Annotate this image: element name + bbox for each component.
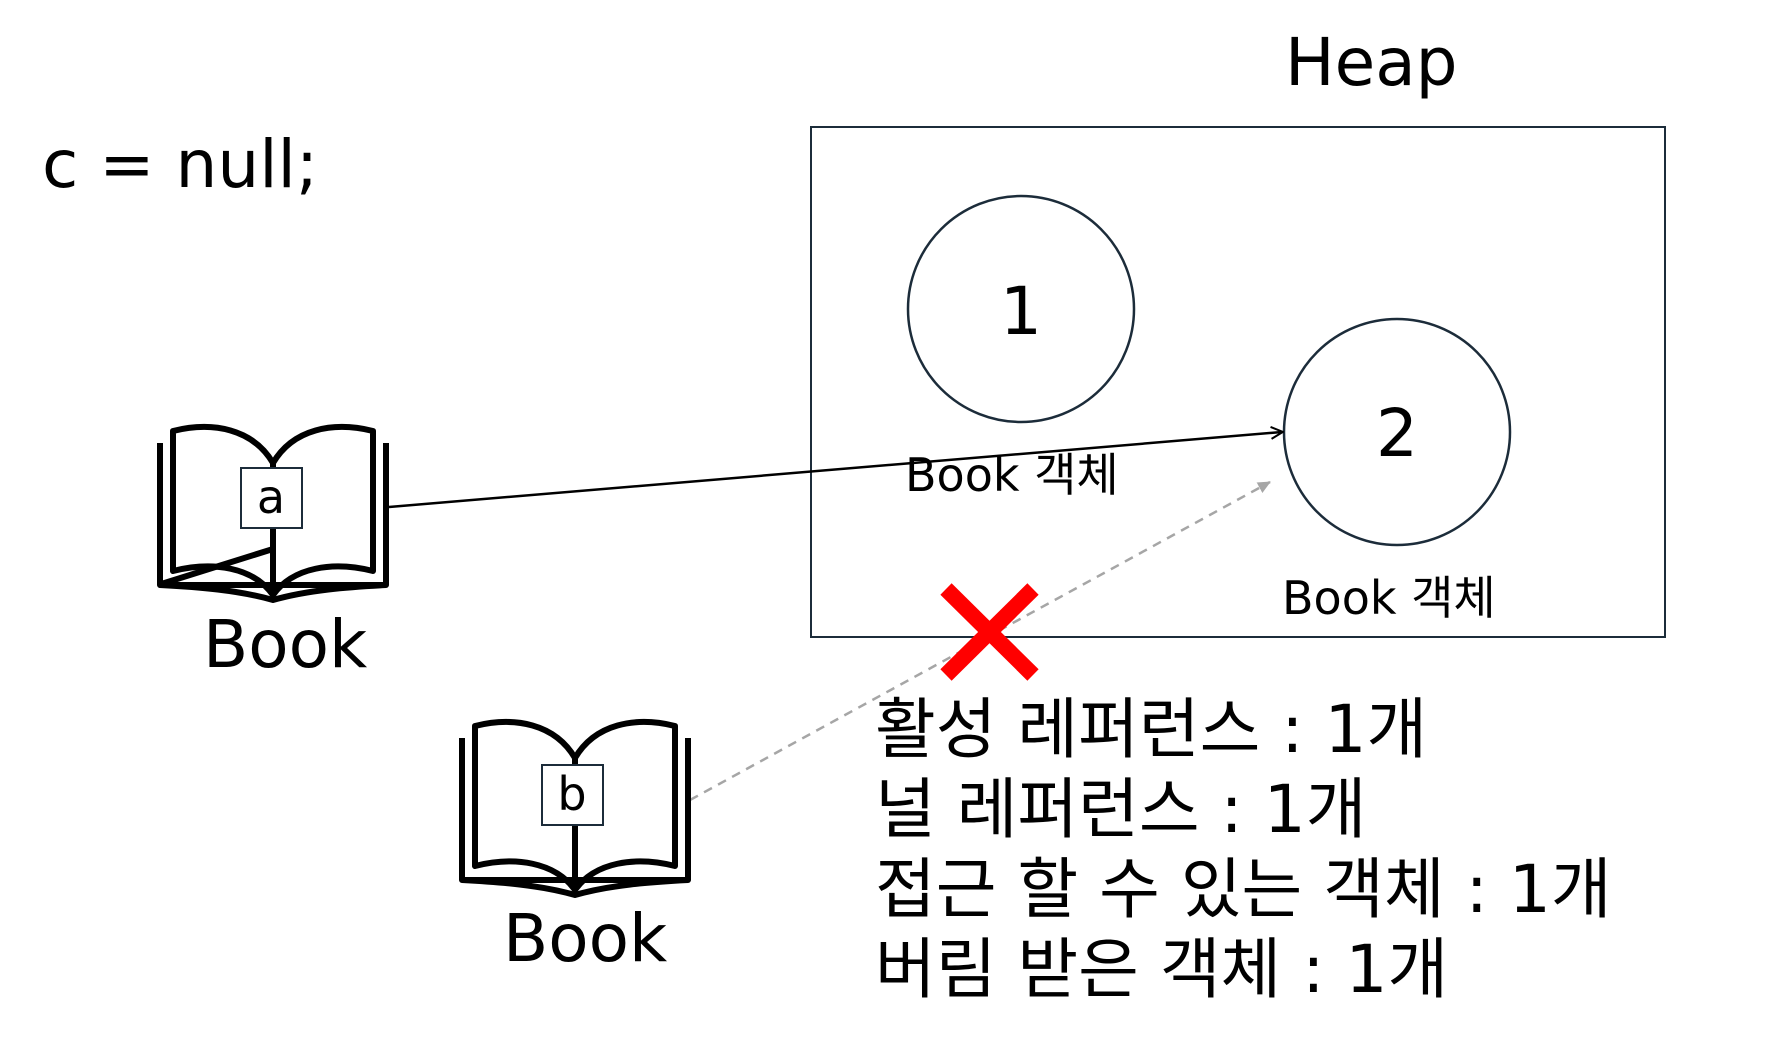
variable-b-box <box>541 764 604 826</box>
stat-reachable-objects: 접근 할 수 있는 객체 : 1개 <box>875 851 1612 928</box>
object-2-number: 2 <box>1376 395 1418 472</box>
reference-a-arrow <box>388 432 1282 509</box>
cross-mark-icon <box>940 583 1039 681</box>
open-book-icon <box>157 424 389 603</box>
stat-null-references: 널 레퍼런스 : 1개 <box>875 771 1367 848</box>
object-1-circle <box>906 194 1136 424</box>
variable-b-label: b <box>557 767 586 821</box>
code-statement: c = null; <box>42 126 319 203</box>
object-2-label: Book 객체 <box>1282 571 1496 625</box>
reference-b-arrow <box>689 480 1271 802</box>
object-1-number: 1 <box>1000 273 1042 350</box>
variable-a-box <box>240 467 303 529</box>
book-b-label: Book <box>503 900 668 977</box>
book-a-label: Book <box>203 606 368 683</box>
variable-a-label: a <box>257 470 285 524</box>
stat-abandoned-objects: 버림 받은 객체 : 1개 <box>875 931 1449 1008</box>
object-1-label: Book 객체 <box>905 448 1119 502</box>
reference-stats: 활성 레퍼런스 : 1개 널 레퍼런스 : 1개 접근 할 수 있는 객체 : … <box>875 690 1612 1010</box>
heap-title: Heap <box>1285 24 1458 101</box>
heap-region <box>810 126 1666 638</box>
stat-active-references: 활성 레퍼런스 : 1개 <box>875 691 1428 768</box>
